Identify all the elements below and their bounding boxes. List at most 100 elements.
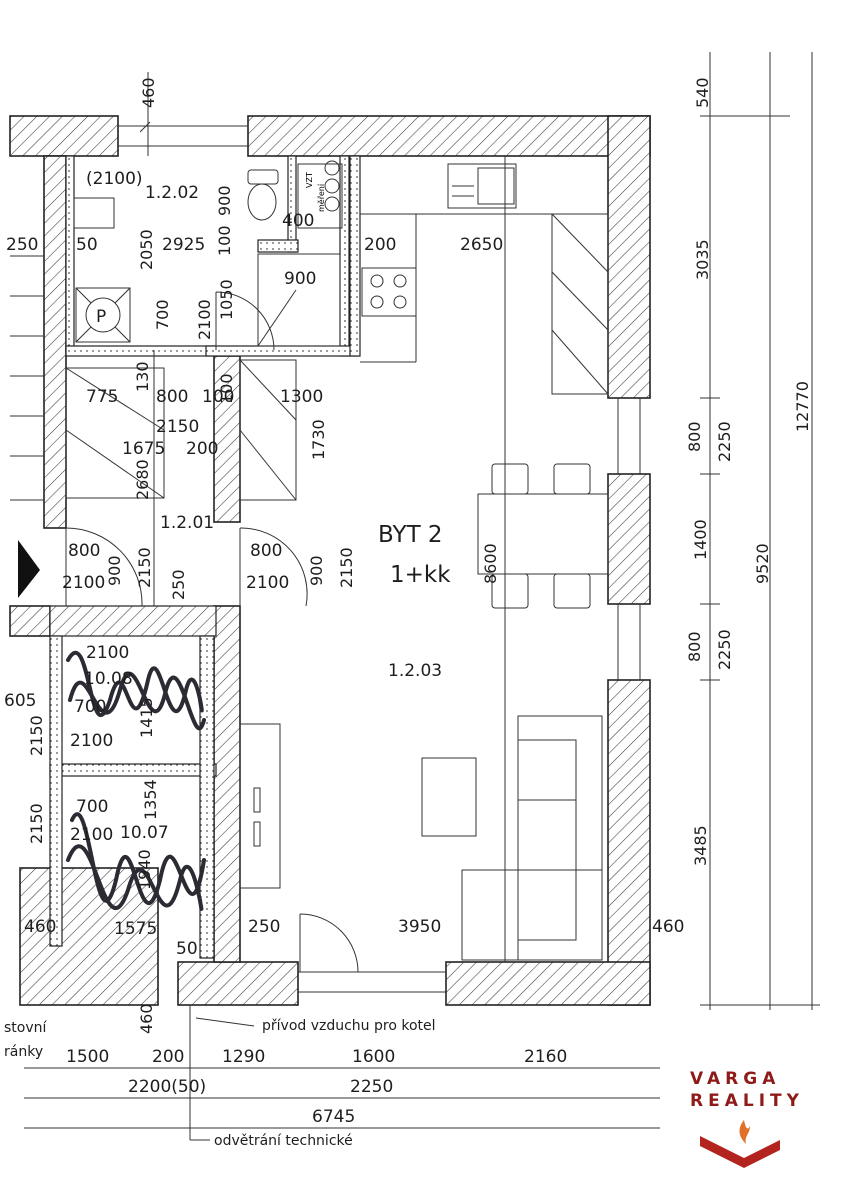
dim-bottom-wall-460: 460 — [137, 1003, 156, 1034]
dim-bath-width: 2925 — [162, 235, 205, 255]
dim-st-1354: 1354 — [141, 779, 160, 820]
dim-b-2250: 2250 — [350, 1077, 393, 1097]
opening-bath-label: (2100) — [86, 169, 143, 189]
logo-line-2: REALITY — [690, 1091, 804, 1111]
dim-st-50: 50 — [176, 939, 198, 959]
dim-hall-100: 100 — [202, 387, 234, 407]
windows — [118, 125, 641, 993]
dim-living-8600: 8600 — [481, 543, 500, 584]
room-hall: 1.2.01 — [160, 513, 214, 533]
dim-hall-2150: 2150 — [156, 417, 199, 437]
room-labels: BYT 2 1+kk 1.2.02 1.2.01 1.2.03 10.08 10… — [4, 169, 451, 1149]
dim-b-2200: 2200(50) — [128, 1077, 206, 1097]
dim-kitchen-200: 200 — [364, 235, 396, 255]
dim-kitchen-2650: 2650 — [460, 235, 503, 255]
dim-left-460: 460 — [24, 917, 56, 937]
exterior-walls — [9, 115, 651, 1006]
varga-reality-logo: VARGA REALITY — [690, 1068, 820, 1180]
dim-right-top: 540 — [693, 77, 712, 108]
dim-hall-2680: 2680 — [133, 459, 152, 500]
meter-label-1: VZT — [305, 172, 314, 188]
dim-hall-200: 200 — [186, 439, 218, 459]
dim-right-living: 3485 — [691, 825, 710, 866]
dim-wall-250: 250 — [6, 235, 38, 255]
dim-b-1600: 1600 — [352, 1047, 395, 1067]
storage-scribble — [66, 650, 206, 911]
room-storage-upper: 10.08 — [84, 669, 133, 689]
apartment-title: BYT 2 — [378, 522, 443, 548]
dim-bottom-right-460: 460 — [652, 917, 684, 937]
dim-hall-1730: 1730 — [309, 419, 328, 460]
dim-st-1940: 1940 — [135, 849, 154, 890]
dim-b-2160: 2160 — [524, 1047, 567, 1067]
logo-line-1: VARGA — [690, 1069, 781, 1089]
dim-door-2150-r: 2150 — [337, 547, 356, 588]
dim-right-total-inner: 9520 — [753, 543, 772, 584]
dim-top-wall: 460 — [139, 77, 158, 108]
dim-wc-400: 400 — [282, 211, 314, 231]
dim-st-1415: 1415 — [137, 697, 156, 738]
dim-door-800-l: 800 — [68, 541, 100, 561]
dim-left-2150b: 2150 — [27, 803, 46, 844]
dim-hall-130: 130 — [133, 361, 152, 392]
dim-st-2100b: 2100 — [70, 731, 113, 751]
dim-door-2100-r: 2100 — [246, 573, 289, 593]
dim-st-1575: 1575 — [114, 919, 157, 939]
dim-bath-1050: 1050 — [217, 279, 236, 320]
dim-right-win1-total: 2250 — [715, 421, 734, 462]
dim-b-1290: 1290 — [222, 1047, 265, 1067]
dim-bottom-250: 250 — [248, 917, 280, 937]
room-bathroom: 1.2.02 — [145, 183, 199, 203]
dim-bath-2050: 2050 — [137, 229, 156, 270]
dim-b-1500: 1500 — [66, 1047, 109, 1067]
dim-right-kitchen: 3035 — [693, 239, 712, 280]
dim-right-window2: 800 — [685, 631, 704, 662]
dim-left-2150a: 2150 — [27, 715, 46, 756]
dim-hall-775: 775 — [86, 387, 118, 407]
boiler-symbol: P — [96, 307, 106, 327]
dim-hall-1675: 1675 — [122, 439, 165, 459]
dim-bath-50: 50 — [76, 235, 98, 255]
dim-bath-700: 700 — [153, 299, 172, 330]
dim-door-900-r: 900 — [307, 555, 326, 586]
dim-st-2100c: 2100 — [70, 825, 113, 845]
dim-door-2100-l: 2100 — [62, 573, 105, 593]
dim-st-700b: 700 — [76, 797, 108, 817]
flame-icon — [700, 1120, 780, 1168]
dim-hall-1300: 1300 — [280, 387, 323, 407]
dimension-texts: 400 2925 250 50 200 2650 900 775 800 100… — [4, 211, 684, 1127]
room-storage-lower: 10.07 — [120, 823, 169, 843]
dimension-lines — [24, 52, 820, 1141]
dim-right-pier: 1400 — [691, 519, 710, 560]
fixtures — [10, 160, 609, 973]
vent-tech-note: odvětrání technické — [214, 1133, 353, 1149]
dim-bottom-3950: 3950 — [398, 917, 441, 937]
dim-door-2150-l: 2150 — [135, 547, 154, 588]
partitions — [49, 155, 361, 959]
dim-shower-900: 900 — [284, 269, 316, 289]
dim-right-win2-total: 2250 — [715, 629, 734, 670]
dim-door-250: 250 — [169, 569, 188, 600]
dim-bath-100a: 100 — [215, 225, 234, 256]
dim-st-2100a: 2100 — [86, 643, 129, 663]
dim-bath-2100: 2100 — [195, 299, 214, 340]
dim-hall-800: 800 — [156, 387, 188, 407]
dim-left-605: 605 — [4, 691, 36, 711]
dim-st-700a: 700 — [74, 697, 106, 717]
dim-door-800-r: 800 — [250, 541, 282, 561]
dimension-texts-vertical: 460 540 3035 800 2250 1400 800 2250 3485… — [27, 77, 812, 1034]
meter-label-2: měření — [317, 183, 326, 212]
dim-b-200: 200 — [152, 1047, 184, 1067]
air-supply-note: přívod vzduchu pro kotel — [262, 1018, 436, 1034]
cut-note-1: stovní — [4, 1020, 48, 1036]
dim-partition-100: 100 — [217, 373, 236, 404]
apartment-layout: 1+kk — [390, 562, 451, 588]
dim-right-window1: 800 — [685, 421, 704, 452]
dim-b-6745: 6745 — [312, 1107, 355, 1127]
dim-bath-900: 900 — [215, 185, 234, 216]
entrance-arrow — [18, 540, 40, 598]
dim-door-900-l: 900 — [105, 555, 124, 586]
dim-right-total: 12770 — [793, 381, 812, 432]
room-living: 1.2.03 — [388, 661, 442, 681]
cut-note-2: ránky — [4, 1044, 43, 1060]
